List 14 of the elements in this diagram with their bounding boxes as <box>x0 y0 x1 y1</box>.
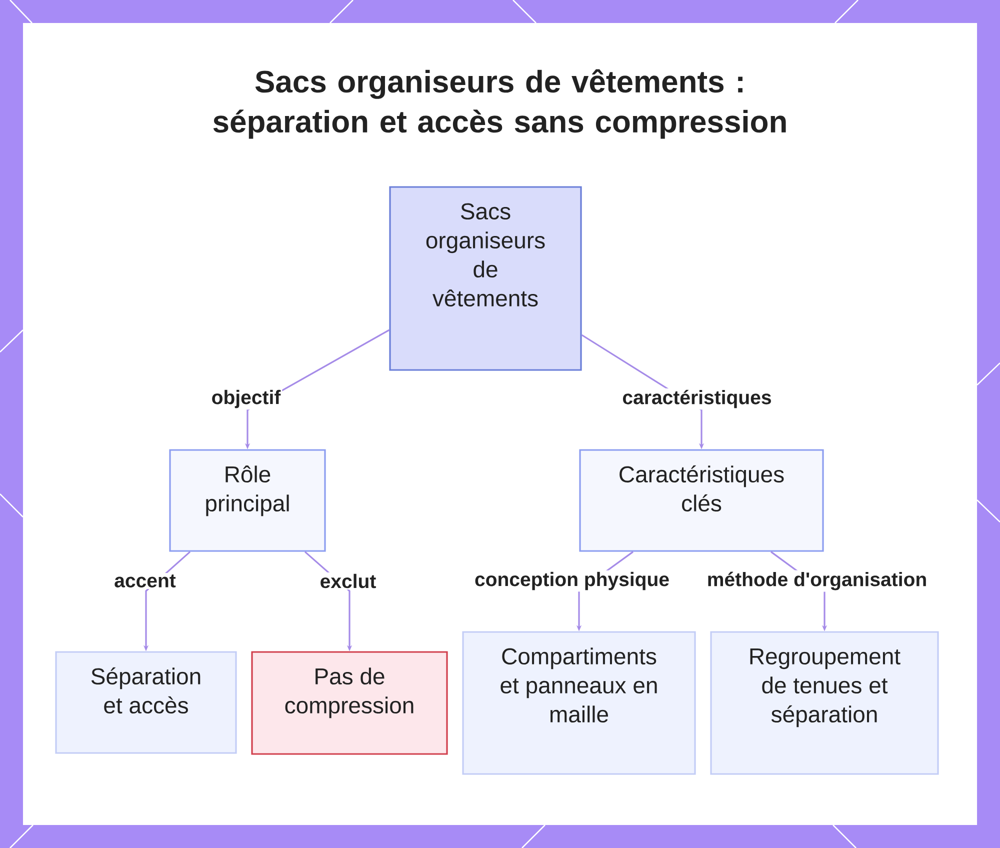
process-box: Compartiments et panneaux en maille <box>462 631 696 775</box>
edge-label: exclut <box>318 572 378 590</box>
process-box: Caractéristiques clés <box>579 449 824 552</box>
process-box: Sacs organiseurs de vêtements <box>389 186 582 371</box>
title: Sacs organiseurs de vêtements : séparation et accès sans compression <box>213 69 786 139</box>
edge-label: caractéristiques <box>620 388 774 410</box>
edge-label: accent <box>112 573 178 589</box>
edge-label: objectif <box>210 388 282 410</box>
process-box: Rôle principal <box>169 449 326 552</box>
process-box: Regroupement de tenues et séparation <box>710 631 939 775</box>
edge-label: méthode d'organisation <box>705 570 929 592</box>
process-box: Séparation et accès <box>55 651 237 754</box>
process-box: Pas de compression <box>251 651 448 755</box>
edge-label: conception physique <box>473 570 672 592</box>
